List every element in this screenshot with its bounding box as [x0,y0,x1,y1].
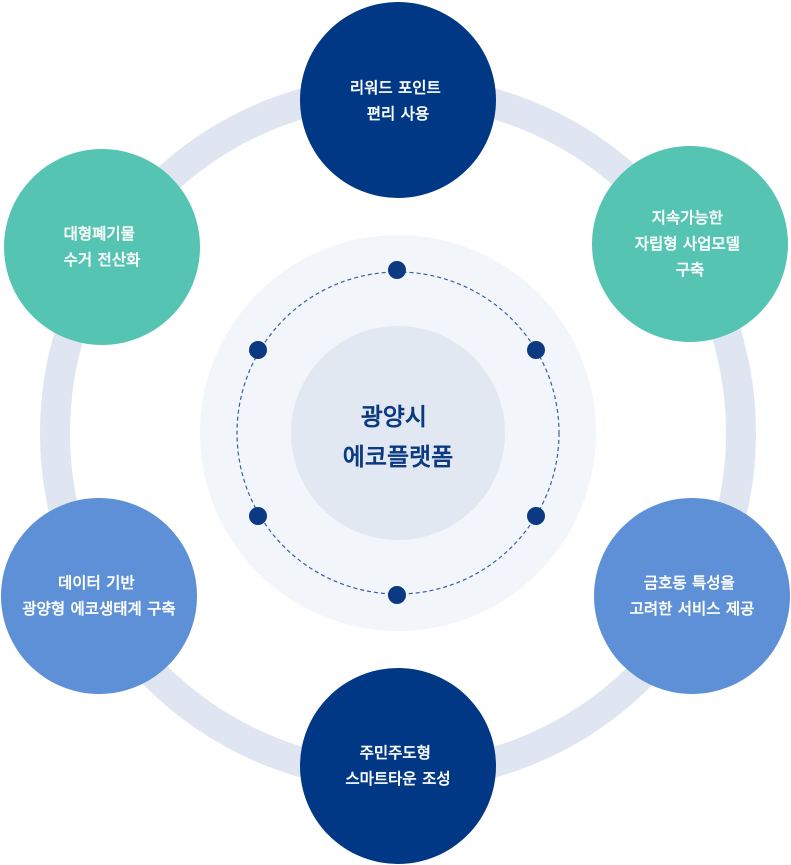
node-label: 리워드 포인트 편리 사용 [350,79,446,123]
node-label-line: 구축 [676,261,705,279]
orbit-dot [527,341,545,359]
node-label: 지속가능한 자립형 사업모델 구축 [635,208,746,279]
node-circle [300,668,496,864]
orbit-dot [388,586,406,604]
node-label-line: 대형폐기물 [64,224,135,243]
node-label-line: 자립형 사업모델 [635,234,740,253]
center-title-line-1: 광양시 [361,403,427,431]
node-reward-points: 리워드 포인트 편리 사용 [300,2,496,198]
node-bulky-waste: 대형폐기물 수거 전산화 [4,149,200,345]
node-circle [594,498,790,694]
node-label-line: 데이터 기반 [58,574,135,592]
node-label: 금호동 특성을 고려한 서비스 제공 [630,574,755,618]
node-label: 주민주도형 스마트타운 조성 [345,743,450,788]
node-label-line: 편리 사용 [367,105,429,123]
orbit-dot [249,507,267,525]
node-label-line: 주민주도형 [360,743,431,762]
node-label-line: 수거 전산화 [64,250,141,269]
center-title-line-2: 에코플랫폼 [343,443,453,471]
orbit-dots [249,261,545,604]
node-circle [592,146,788,342]
node-label-line: 리워드 포인트 [350,79,441,97]
node-smart-town: 주민주도형 스마트타운 조성 [300,668,496,864]
center-halo-inner [291,326,505,540]
node-label-line: 고려한 서비스 제공 [630,599,755,618]
node-label-line: 금호동 특성을 [644,574,735,592]
center-title: 광양시 에코플랫폼 [343,403,453,471]
orbit-dot [527,507,545,525]
node-label-line: 스마트타운 조성 [345,770,450,788]
node-circle [1,498,197,694]
orbit-dot [249,341,267,359]
node-sustainable-business: 지속가능한 자립형 사업모델 구축 [592,146,788,342]
node-circle [300,2,496,198]
node-label-line: 광양형 에코생태계 구축 [22,599,175,618]
node-circle [4,149,200,345]
node-label: 데이터 기반 광양형 에코생태계 구축 [22,574,175,618]
node-label: 대형폐기물 수거 전산화 [64,224,141,269]
node-label-line: 지속가능한 [652,208,724,227]
node-geumho-service: 금호동 특성을 고려한 서비스 제공 [594,498,790,694]
orbit-dot [388,261,406,279]
node-data-ecosystem: 데이터 기반 광양형 에코생태계 구축 [1,498,197,694]
